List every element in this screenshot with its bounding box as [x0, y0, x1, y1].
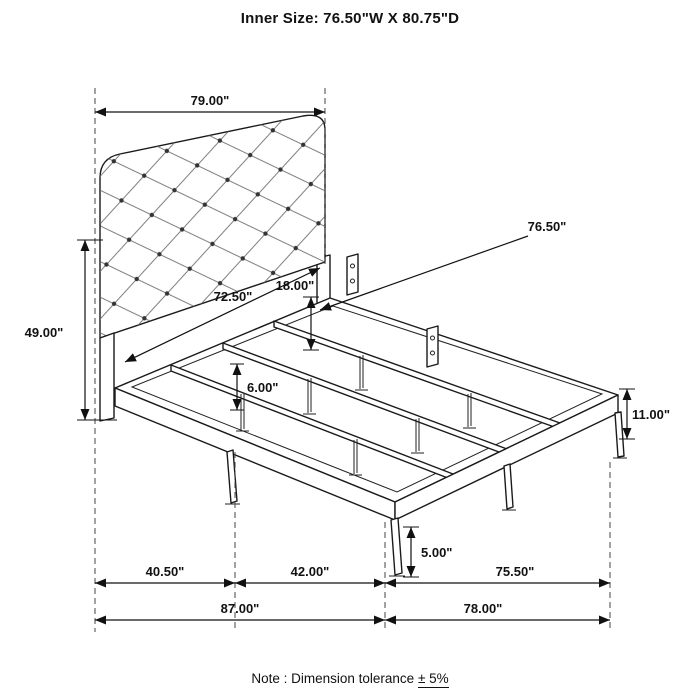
dim-bottom-left-span-label: 40.50" — [146, 564, 185, 579]
bed-frame-drawing — [99, 114, 627, 577]
frame-legs — [225, 411, 627, 577]
dim-overall-width-label: 87.00" — [221, 601, 260, 616]
bracket-hole — [350, 263, 355, 269]
dim-headboard-inner-width-label: 72.50" — [214, 289, 253, 304]
dim-tick — [77, 239, 117, 421]
dim-rail-height-label: 11.00" — [632, 407, 670, 422]
dim-tick — [619, 388, 635, 440]
rail-bracket — [346, 253, 359, 296]
rail-bracket — [426, 325, 439, 368]
slat-support-leg — [349, 439, 362, 476]
dim-tick — [230, 363, 244, 411]
dim-headboard-to-deck-label: 18.00" — [276, 278, 315, 293]
dim-overall-depth-label: 78.00" — [464, 601, 503, 616]
bracket-hole — [350, 278, 355, 284]
dim-leader-rail-length — [319, 235, 529, 311]
dim-tick — [403, 526, 419, 578]
dimension-annotations: 79.00" 49.00" 72.50" 18.00" 76.50" 6.00"… — [25, 93, 670, 625]
dim-headboard-width-label: 79.00" — [191, 93, 230, 108]
dim-headboard-height-label: 49.00" — [25, 325, 64, 340]
near-mid-leg — [226, 449, 238, 504]
slat-support-leg — [355, 355, 368, 391]
foot-mid-leg — [503, 463, 514, 510]
slat-support-leg — [303, 378, 316, 415]
dim-bottom-right-span-label: 75.50" — [496, 564, 535, 579]
slat-support-leg — [463, 393, 476, 429]
dim-tick — [303, 296, 319, 351]
page-title: Inner Size: 76.50"W X 80.75"D — [240, 10, 460, 27]
headboard-tufting — [100, 115, 325, 338]
dim-bottom-center-span-label: 42.00" — [291, 564, 330, 579]
headboard-left-leg — [99, 332, 115, 422]
foot-far-leg — [614, 411, 625, 458]
rail-brackets — [346, 253, 439, 368]
tolerance-note-text: Note : Dimension tolerance — [251, 671, 418, 686]
tolerance-value: ± 5% — [417, 671, 449, 688]
extension-lines — [94, 88, 611, 632]
foot-near-leg — [390, 517, 403, 576]
slat-support-leg — [411, 418, 424, 454]
dim-slat-leg-height-label: 6.00" — [247, 380, 278, 395]
bracket-hole — [430, 350, 435, 356]
bracket-hole — [430, 335, 435, 341]
tolerance-note: Note : Dimension tolerance ± 5% — [0, 671, 700, 688]
dim-line-headboard-inner-width — [124, 267, 321, 363]
dim-rail-length-label: 76.50" — [528, 219, 567, 234]
dim-foot-leg-height-label: 5.00" — [421, 545, 452, 560]
